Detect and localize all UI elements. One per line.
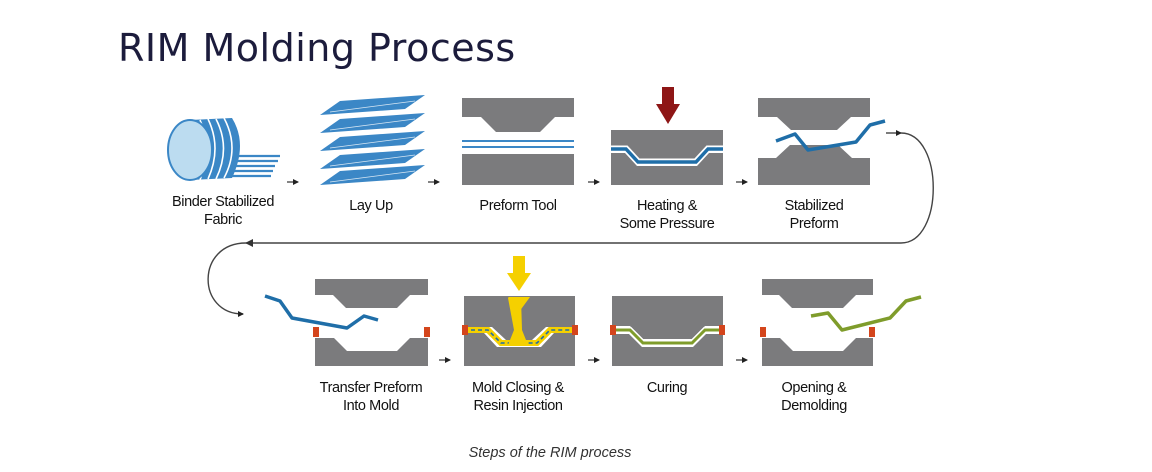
figure-caption: Steps of the RIM process (468, 445, 632, 461)
demolding-icon (760, 279, 922, 366)
resin-injection-icon (462, 256, 578, 366)
step-label-heating: Heating &Some Pressure (619, 198, 715, 232)
row-connector-arrow (207, 130, 934, 317)
stabilized-preform-icon (758, 98, 886, 185)
step-label-preform-tool: Preform Tool (479, 198, 557, 214)
step-label-mold-closing: Mold Closing &Resin Injection (472, 380, 564, 414)
heating-press-icon (611, 87, 723, 185)
step-label-opening-demolding: Opening &Demolding (781, 380, 847, 414)
curing-mold-icon (610, 296, 725, 366)
preform-tool-icon (462, 98, 574, 185)
fabric-roll-icon (167, 117, 280, 181)
transfer-preform-icon (264, 279, 430, 366)
layup-stack-icon (320, 95, 425, 185)
step-arrows (287, 179, 748, 363)
step-label-curing: Curing (646, 380, 688, 396)
page-title: RIM Molding Process (118, 26, 516, 70)
step-label-lay-up: Lay Up (349, 198, 393, 214)
